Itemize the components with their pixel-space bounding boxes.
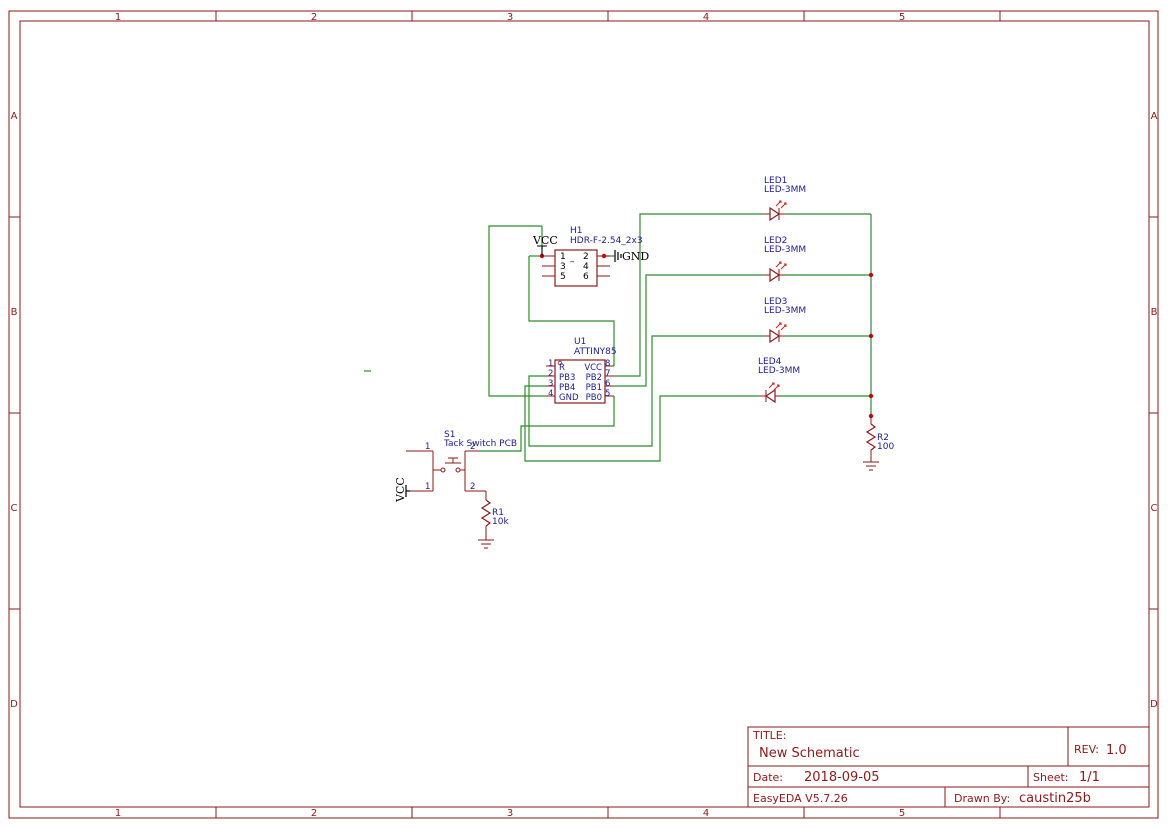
vcc-label-switch: VCC — [394, 477, 407, 503]
col-label-top-1: 1 — [115, 12, 121, 23]
header-h1-pin-6: 6 — [583, 272, 589, 282]
col-label-bottom-1: 1 — [115, 808, 121, 819]
header-h1-value: HDR-F-2.54_2x3 — [570, 236, 643, 246]
resistor-r1-value: 10k — [492, 517, 509, 527]
header-h1-pin-5: 5 — [560, 272, 566, 282]
switch-s1-pin-2a: 2 — [470, 442, 475, 452]
sheet-value: 1/1 — [1079, 770, 1100, 785]
led-2-ref: LED2 — [764, 236, 787, 246]
row-label-left-d: D — [10, 699, 18, 710]
ic-u1-pin-num-7: 7 — [605, 369, 610, 379]
gnd-flag-header: GND — [614, 250, 649, 263]
col-label-top-5: 5 — [899, 12, 905, 23]
resistor-r2: R2 100 — [863, 416, 894, 471]
row-label-right-d: D — [1150, 699, 1158, 710]
resistor-r1: R1 10k — [478, 491, 509, 549]
row-label-left-c: C — [11, 503, 18, 514]
vcc-flag-header: VCC — [532, 234, 558, 256]
row-label-right-b: B — [1151, 307, 1158, 318]
ic-u1-pin-num-6: 6 — [605, 379, 610, 389]
switch-s1-pin-1b: 1 — [425, 482, 430, 492]
row-label-right-a: A — [1151, 111, 1158, 122]
led-2: LED2 LED-3MM — [764, 236, 806, 283]
header-h1-pin-4: 4 — [583, 262, 589, 272]
col-label-top-3: 3 — [507, 12, 513, 23]
switch-s1-ref: S1 — [444, 430, 455, 440]
ic-u1-pin-num-5: 5 — [605, 389, 610, 399]
rev-label: REV: — [1074, 743, 1099, 756]
ic-u1-value: ATTINY85 — [574, 347, 617, 357]
led-1-ref: LED1 — [764, 176, 787, 186]
rail-junctions — [868, 272, 874, 419]
led-1-value: LED-3MM — [764, 185, 806, 195]
ic-u1-pin-name-gnd: GND — [559, 393, 579, 403]
header-h1-body — [554, 249, 598, 287]
switch-s1: S1 Tack Switch PCB 1 2 1 2 — [406, 430, 517, 492]
date-label: Date: — [753, 771, 783, 784]
rev-value: 1.0 — [1106, 743, 1127, 758]
ic-u1-pin-num-2: 2 — [548, 369, 553, 379]
switch-s1-value: Tack Switch PCB — [443, 439, 517, 449]
col-label-top-2: 2 — [311, 12, 317, 23]
ic-u1-pin-name-pb0: PB0 — [586, 393, 602, 403]
ic-u1-ref: U1 — [574, 337, 586, 347]
zone-labels: 1 2 3 4 5 1 2 3 4 5 A B C D A B C D — [10, 12, 1158, 819]
sheet-frame — [8, 10, 1159, 819]
vcc-label-header: VCC — [532, 234, 558, 247]
led-3: LED3 LED-3MM — [764, 297, 806, 344]
row-label-right-c: C — [1151, 503, 1158, 514]
header-h1-pin-2: 2 — [583, 252, 589, 262]
row-label-left-b: B — [11, 307, 18, 318]
ic-u1-pin-num-8: 8 — [605, 359, 610, 369]
ic-u1-pin-num-1: 1 — [548, 359, 553, 369]
ic-u1-pin-name-pb2: PB2 — [586, 373, 602, 383]
title-value: New Schematic — [759, 746, 860, 761]
header-h1-pin-3: 3 — [560, 262, 566, 272]
col-label-bottom-5: 5 — [899, 808, 905, 819]
resistor-r2-ref: R2 — [877, 433, 889, 443]
switch-s1-pin-2b: 2 — [470, 482, 475, 492]
ic-u1-pin-name-r: R — [559, 363, 565, 373]
title-block: TITLE: New Schematic REV: 1.0 Date: 2018… — [747, 726, 1150, 808]
date-value: 2018-09-05 — [804, 770, 880, 785]
ic-u1-pin-name-vcc: VCC — [584, 363, 602, 373]
switch-s1-pin-1a: 1 — [425, 442, 430, 452]
led-4: LED4 LED-3MM — [758, 357, 800, 404]
resistor-r2-value: 100 — [877, 442, 894, 452]
header-h1-pin-1: 1 — [560, 252, 566, 262]
col-label-bottom-3: 3 — [507, 808, 513, 819]
led-1: LED1 LED-3MM — [764, 176, 806, 222]
ic-u1-pin-num-4: 4 — [548, 389, 553, 399]
ic-u1-pin-name-pb3: PB3 — [559, 373, 575, 383]
ic-u1-pin-num-3: 3 — [548, 379, 553, 389]
drawn-by-value: caustin25b — [1019, 791, 1091, 806]
ic-u1-body — [554, 359, 606, 404]
ic-u1: U1 ATTINY85 1 2 3 4 8 7 6 5 R PB3 PB4 GN… — [546, 337, 617, 404]
header-h1-ref: H1 — [570, 226, 583, 236]
vcc-flag-switch: VCC — [394, 477, 410, 503]
ic-u1-pin-name-pb4: PB4 — [559, 383, 575, 393]
led-4-value: LED-3MM — [758, 366, 800, 376]
ic-u1-pin-name-pb1: PB1 — [586, 383, 602, 393]
col-label-bottom-2: 2 — [311, 808, 317, 819]
sheet-label: Sheet: — [1033, 771, 1069, 784]
resistor-r1-ref: R1 — [492, 508, 504, 518]
led-4-ref: LED4 — [758, 357, 782, 367]
header-h1: H1 HDR-F-2.54_2x3 1 2 3 4 5 6 – — [539, 226, 643, 287]
tool-version: EasyEDA V5.7.26 — [753, 792, 848, 805]
drawn-by-label: Drawn By: — [954, 792, 1010, 805]
col-label-bottom-4: 4 — [703, 808, 709, 819]
led-3-value: LED-3MM — [764, 306, 806, 316]
title-label: TITLE: — [752, 729, 786, 742]
gnd-label-header: GND — [622, 250, 649, 263]
col-label-top-4: 4 — [703, 12, 709, 23]
wires — [480, 213, 872, 462]
row-label-left-a: A — [11, 111, 18, 122]
led-3-ref: LED3 — [764, 297, 787, 307]
led-2-value: LED-3MM — [764, 245, 806, 255]
header-h1-dash: – — [570, 257, 575, 267]
